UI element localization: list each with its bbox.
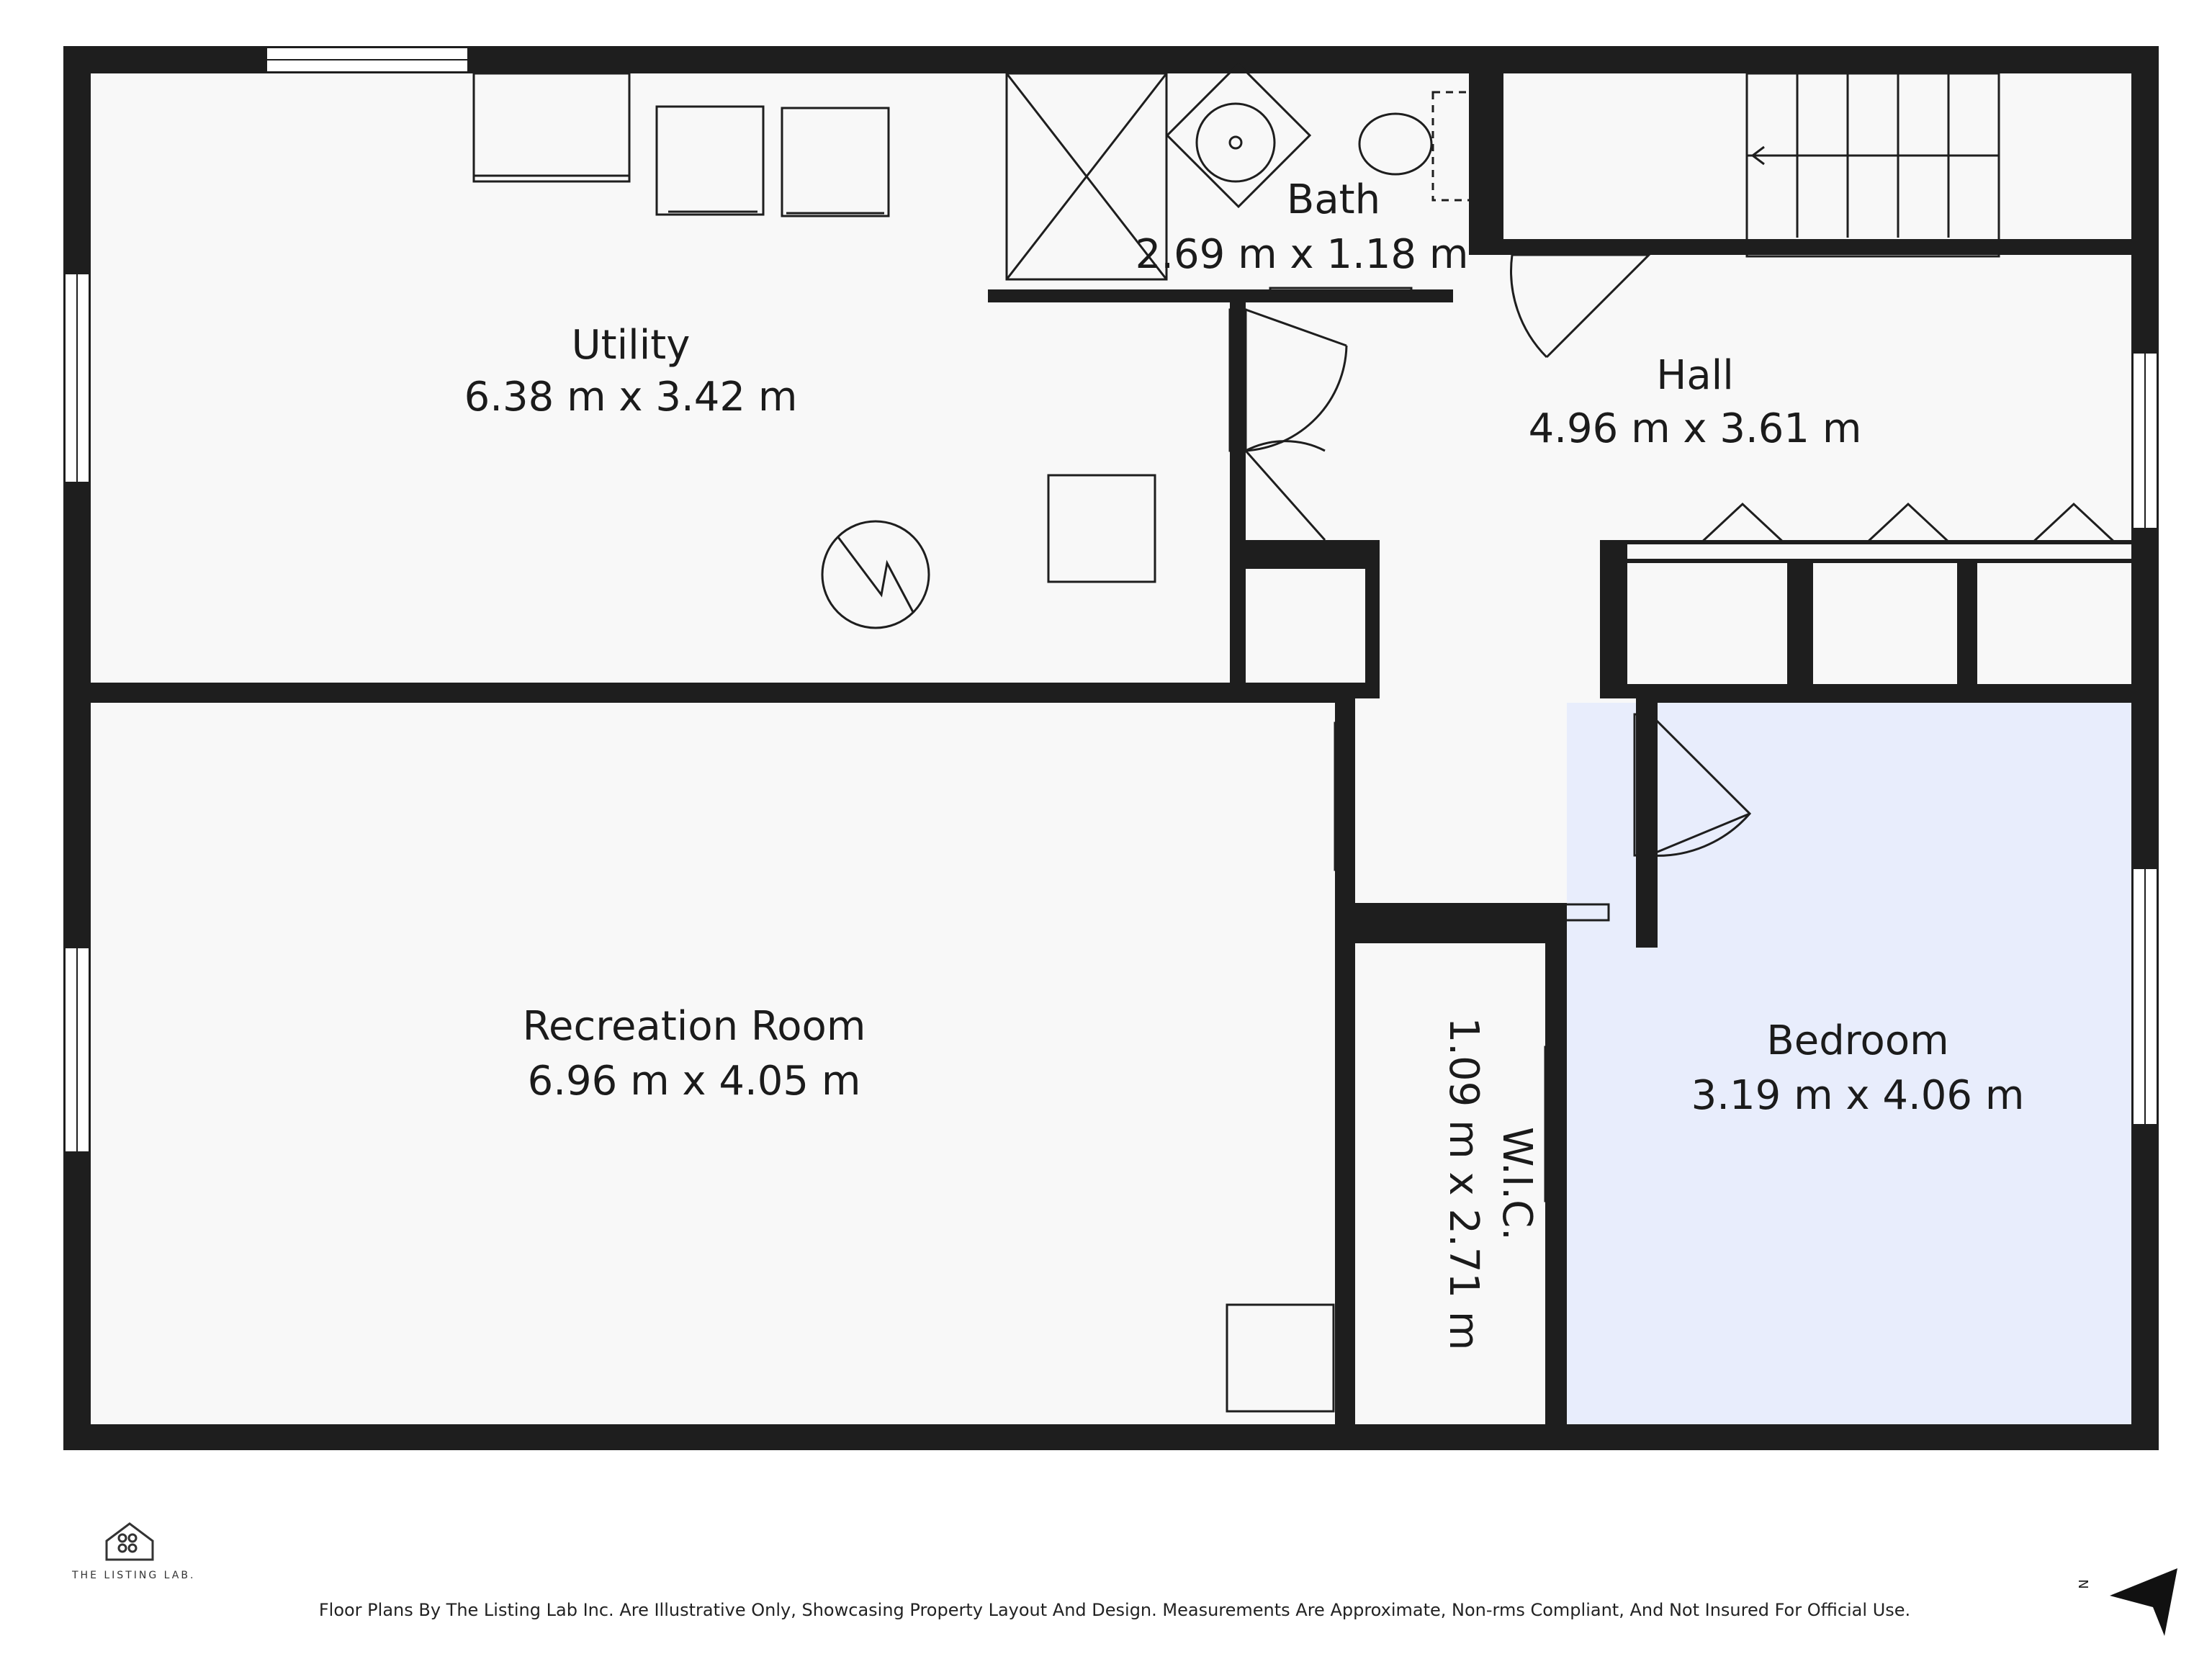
brand-name: THE LISTING LAB.	[71, 1570, 195, 1581]
rec-closet	[1226, 1303, 1335, 1413]
closet-opening	[1627, 544, 2131, 559]
bath-fixtures	[1005, 62, 1479, 281]
logo-dot-2	[127, 1533, 138, 1543]
washer	[472, 72, 631, 183]
door-hall-closet	[1244, 440, 1326, 541]
listing-lab-logo	[105, 1522, 154, 1561]
wall-hall-box	[1365, 540, 1380, 698]
bedroom-door-frame	[1633, 713, 1650, 857]
toilet-tank	[1431, 91, 1479, 202]
bath-name: Bath	[1287, 176, 1380, 223]
closet-wall-left	[1600, 540, 1627, 698]
hall-lower-floor	[1380, 540, 1600, 698]
closet-3-floor	[1977, 563, 2131, 684]
stairs	[1745, 72, 2000, 258]
recreation-floor	[91, 703, 1335, 1424]
disclaimer: Floor Plans By The Listing Lab Inc. Are …	[319, 1600, 1910, 1620]
wic-label-group: W.I.C. 1.09 m x 2.71 m	[1440, 1017, 1540, 1351]
utility-name: Utility	[572, 322, 691, 369]
closet-1-floor	[1627, 563, 1787, 684]
bedroom-floor	[1567, 703, 2131, 1424]
appliance-2	[781, 107, 890, 217]
utility-dims: 6.38 m x 3.42 m	[464, 374, 798, 421]
bedroom-dims: 3.19 m x 4.06 m	[1691, 1072, 2025, 1119]
closet-door-1	[1698, 502, 1787, 546]
north-label: N	[2077, 1579, 2092, 1588]
bedroom-name: Bedroom	[1766, 1017, 1948, 1064]
appliance-1	[655, 105, 765, 216]
logo-dot-1	[117, 1533, 127, 1543]
electrical-panel-circle	[821, 520, 930, 629]
recreation-dims: 6.96 m x 4.05 m	[528, 1058, 861, 1105]
bedroom-notch	[1636, 703, 1658, 948]
stair-arrow	[1750, 145, 1765, 166]
hall-dims: 4.96 m x 3.61 m	[1529, 405, 1862, 452]
recreation-name: Recreation Room	[523, 1003, 866, 1050]
sink-bowl	[1195, 102, 1276, 183]
hall-door-frame	[1228, 308, 1247, 452]
wic-floor	[1355, 943, 1545, 1424]
stairs-outline	[1745, 72, 2000, 258]
utility-closet-floor	[1246, 569, 1365, 683]
toilet-bowl	[1358, 112, 1433, 176]
north-arrow-icon	[2110, 1568, 2177, 1636]
closet-door-2	[1863, 502, 1953, 546]
closet-door-3	[2029, 502, 2118, 546]
shower	[1005, 72, 1168, 281]
corridor-closet-frame	[1370, 903, 1610, 922]
bath-dims: 2.69 m x 1.18 m	[1136, 231, 1469, 278]
windows	[64, 47, 2158, 1153]
electrical-bolt	[837, 536, 914, 613]
bath-door	[1269, 287, 1413, 301]
logo-dot-3	[117, 1543, 127, 1553]
wic-door-frame	[1544, 1046, 1563, 1202]
wic-dims: 1.09 m x 2.71 m	[1440, 1017, 1487, 1351]
sink-drain	[1228, 135, 1243, 150]
logo-dot-4	[127, 1543, 138, 1553]
wic-name: W.I.C.	[1493, 1127, 1540, 1241]
doors	[1226, 253, 2118, 1413]
hall-name: Hall	[1656, 352, 1734, 399]
wall-hall-box-top	[1325, 540, 1380, 556]
logo-house-icon	[105, 1522, 154, 1561]
closet-divider-1	[1787, 540, 1813, 684]
shower-diag-2	[1005, 73, 1168, 280]
wall-utility-right	[1230, 302, 1246, 683]
closet-divider-2	[1957, 540, 1977, 684]
utility-box	[1047, 474, 1156, 583]
sink-counter	[1165, 62, 1312, 209]
rec-door-frame	[1334, 721, 1352, 871]
utility-fixtures	[472, 72, 1156, 629]
closet-2-floor	[1813, 563, 1957, 684]
door-stair	[1510, 253, 1652, 359]
wall-bath-hall	[1469, 73, 1503, 239]
